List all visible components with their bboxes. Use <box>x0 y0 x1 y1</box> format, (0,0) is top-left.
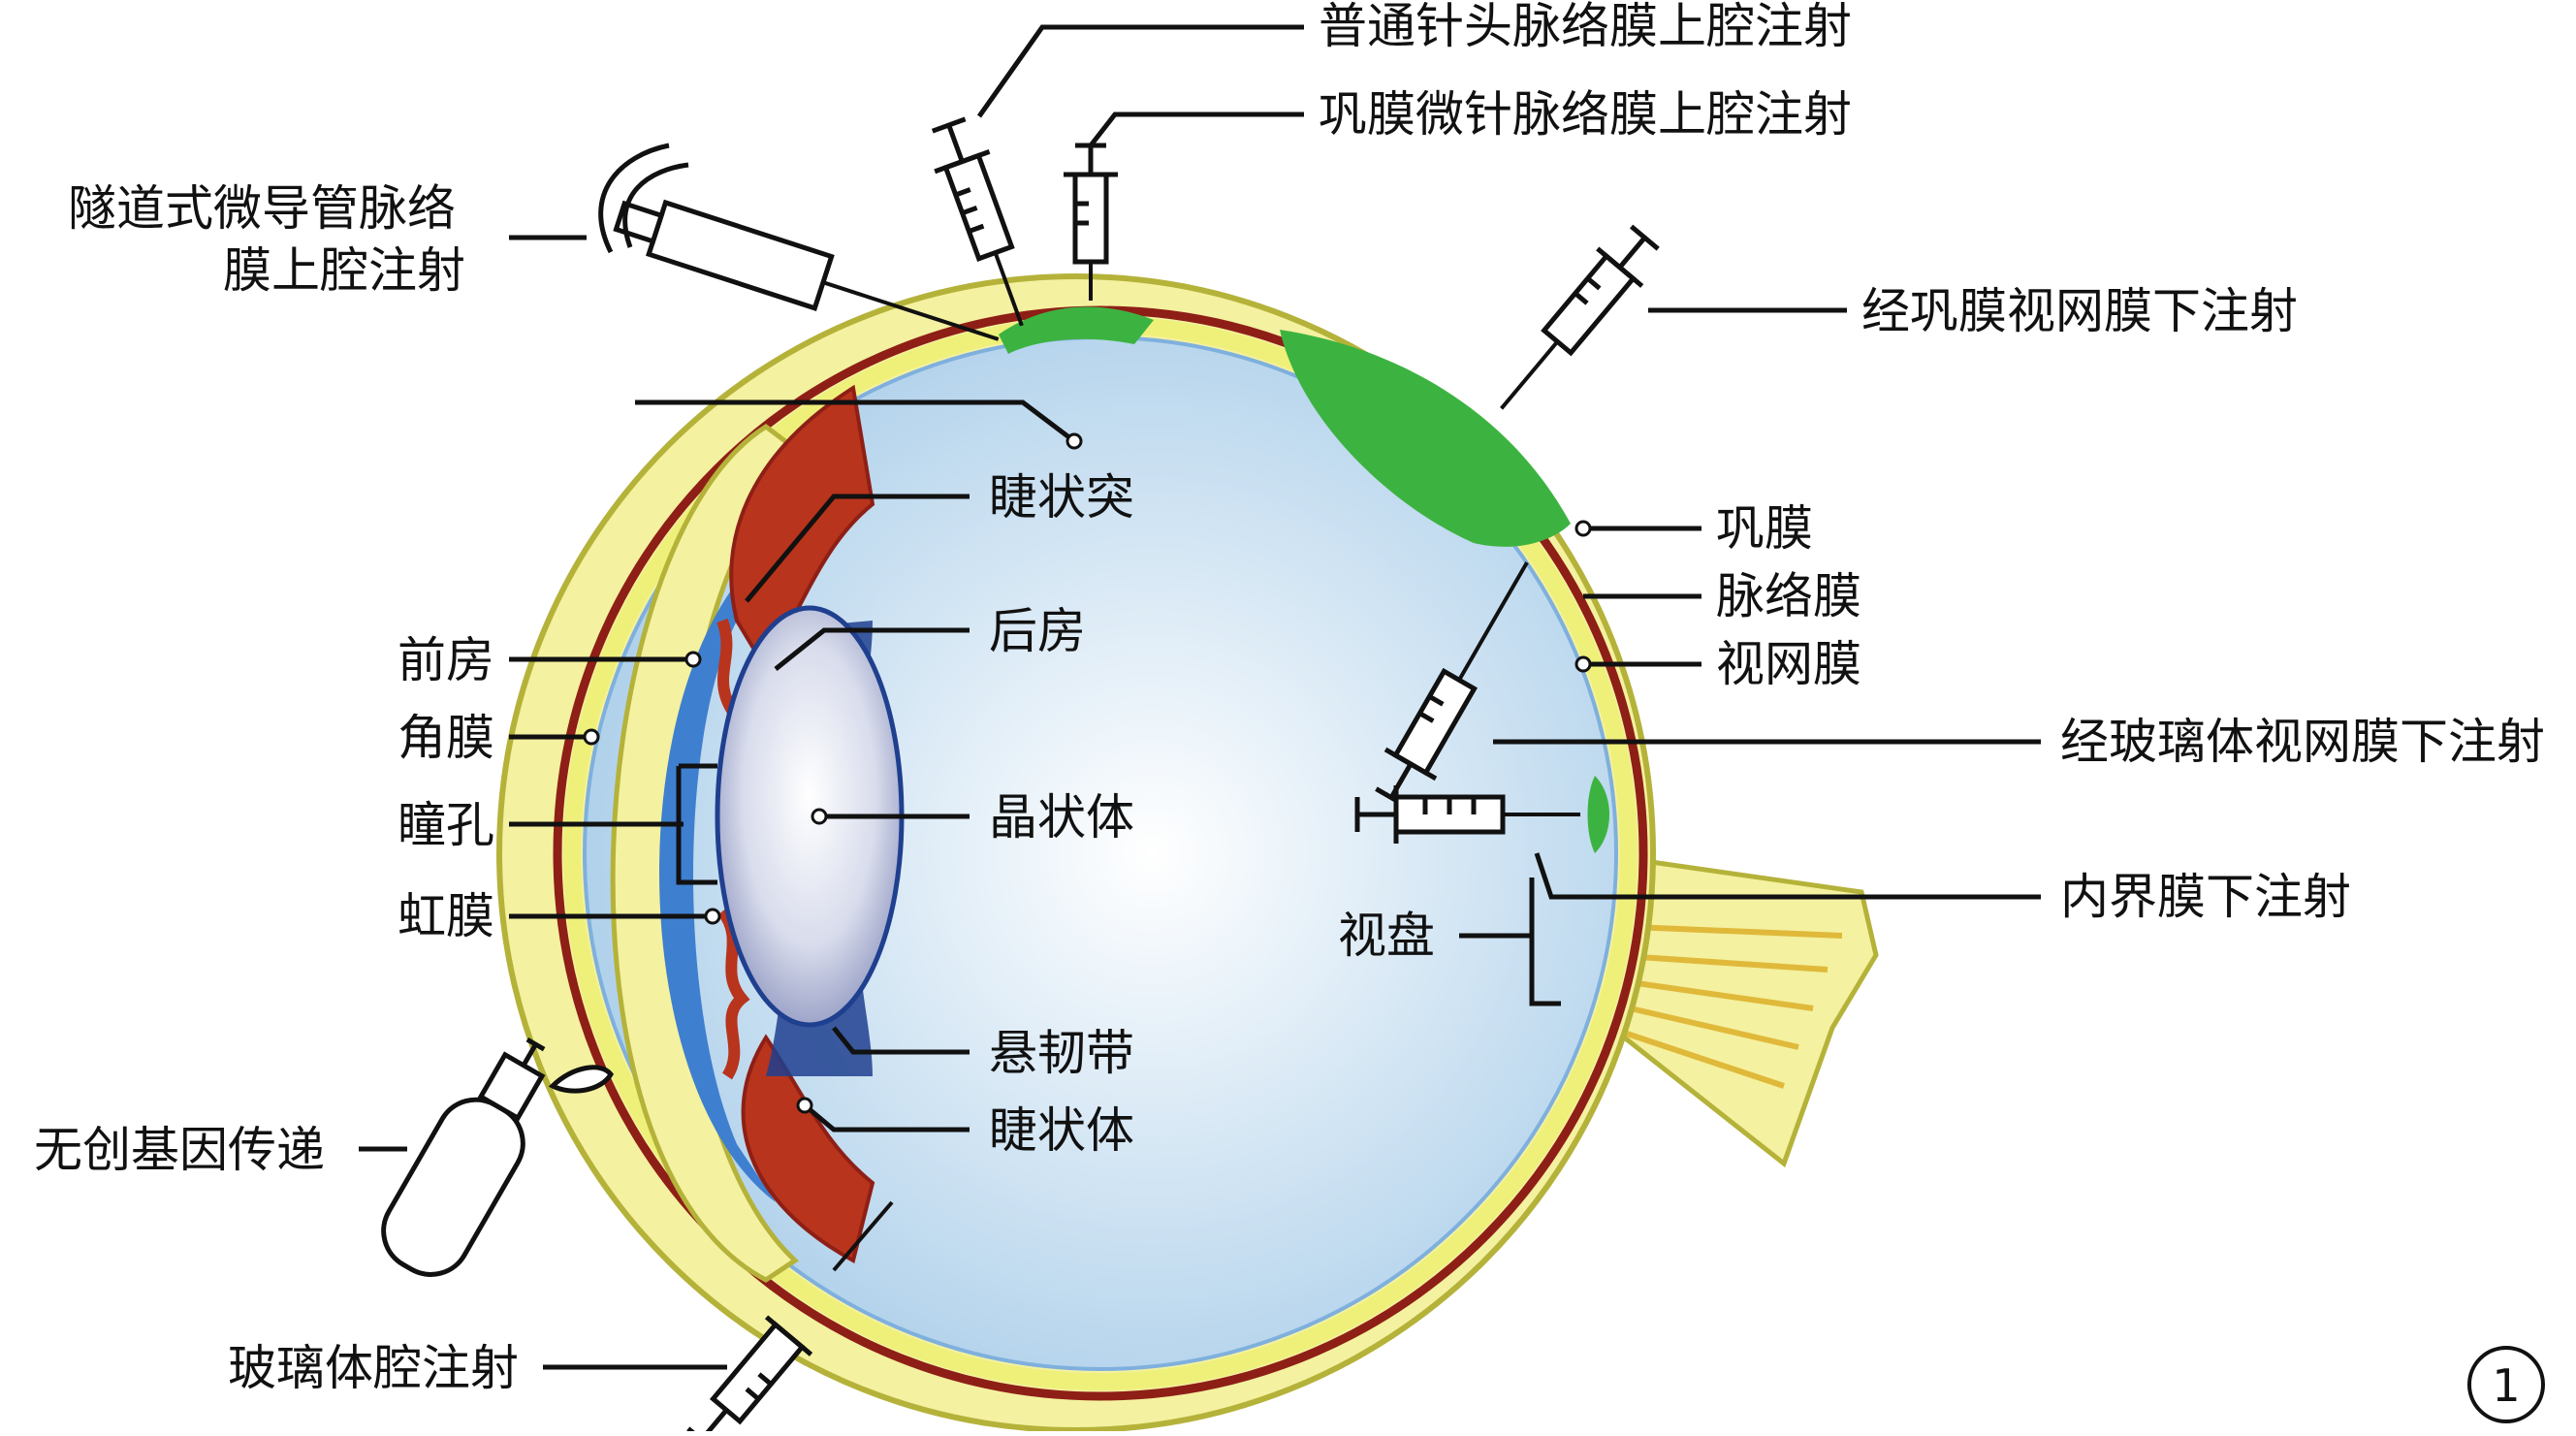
label-cornea: 角膜 <box>398 710 494 766</box>
ciliary-body-top <box>729 384 875 673</box>
label-ciliary-process: 睫状突 <box>989 469 1134 526</box>
suprachoroidal-bleb <box>999 306 1154 354</box>
eye-drop-bottle <box>381 1037 615 1277</box>
anterior-chamber-region <box>659 543 776 1202</box>
label-lens: 晶状体 <box>989 789 1134 846</box>
label-noninvasive-delivery: 无创基因传递 <box>34 1122 325 1178</box>
label-microcatheter-line1: 隧道式微导管脉络 <box>68 180 456 237</box>
panel-number-badge: 1 <box>2467 1346 2545 1423</box>
syringe-scleral-microneedle <box>1064 143 1118 301</box>
panel-number: 1 <box>2492 1359 2520 1412</box>
label-zonule: 悬韧带 <box>989 1025 1134 1081</box>
leader-lines <box>359 24 2041 1370</box>
label-retina: 视网膜 <box>1716 636 1861 692</box>
syringe-sub-ilm <box>1354 785 1580 844</box>
eyeball <box>496 273 1879 1433</box>
label-sub-ilm: 内界膜下注射 <box>2060 869 2351 925</box>
label-choroid: 脉络膜 <box>1716 568 1861 624</box>
subretinal-bleb <box>1280 330 1571 547</box>
label-transscleral-subretinal: 经巩膜视网膜下注射 <box>1861 283 2298 339</box>
label-suprachoroidal-microneedle: 巩膜微针脉络膜上腔注射 <box>1319 86 1852 143</box>
label-transvitreal-subretinal: 经玻璃体视网膜下注射 <box>2060 714 2545 770</box>
label-microcatheter-line2: 膜上腔注射 <box>223 242 465 299</box>
labels: 普通针头脉络膜上腔注射 巩膜微针脉络膜上腔注射 隧道式微导管脉络 膜上腔注射 经… <box>34 0 2545 1396</box>
label-optic-disc: 视盘 <box>1338 908 1435 964</box>
syringe-transscleral-subretinal <box>1500 224 1660 410</box>
label-ciliary-body: 睫状体 <box>989 1102 1134 1159</box>
label-intravitreal: 玻璃体腔注射 <box>228 1340 519 1396</box>
label-sclera: 巩膜 <box>1716 500 1813 557</box>
label-suprachoroidal-needle: 普通针头脉络膜上腔注射 <box>1319 0 1852 54</box>
sub-ilm-bleb <box>1587 776 1609 853</box>
leader-dots <box>583 432 1592 1114</box>
label-pupil: 瞳孔 <box>398 797 494 853</box>
label-posterior-chamber: 后房 <box>989 603 1086 659</box>
label-iris: 虹膜 <box>398 888 494 944</box>
microcatheter-device <box>598 143 1000 341</box>
syringe-suprachoroidal-needle <box>931 116 1024 327</box>
label-anterior-chamber: 前房 <box>398 632 494 688</box>
